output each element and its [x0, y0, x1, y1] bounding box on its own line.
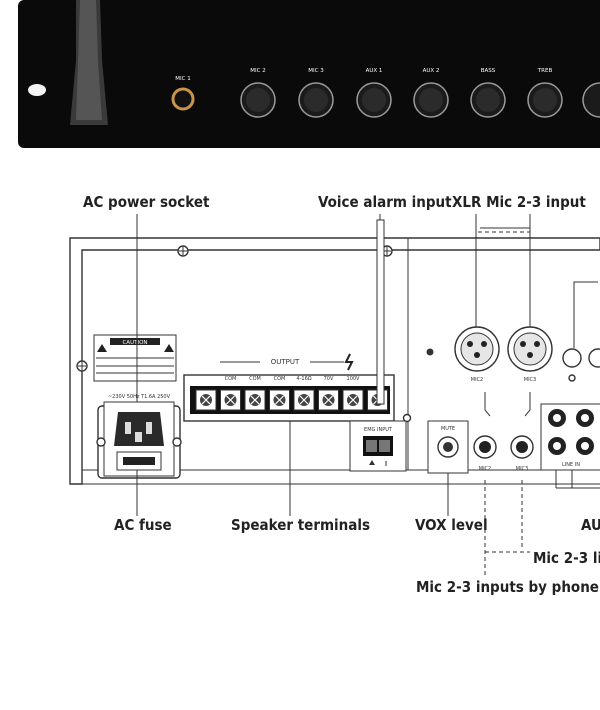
callout-ac-power-socket: AC power socket	[83, 193, 210, 211]
high-voltage-icon	[344, 353, 354, 371]
terminal-label: 4-16Ω	[296, 376, 311, 382]
terminal-label: 70V	[324, 376, 334, 382]
rear-panel: CAUTION ~230V 50Hz T1.6A 250V OUTPUT	[69, 227, 600, 485]
emg-input[interactable]: EMG INPUT	[349, 420, 407, 472]
volume-knob-bass[interactable]: TREB	[527, 68, 563, 118]
mic2-jack-label: MIC2	[479, 466, 491, 472]
fuse-holder[interactable]	[123, 457, 155, 465]
knob-label: BASS	[481, 68, 496, 74]
terminal-label: COM	[249, 376, 261, 382]
emg-input-label: EMG INPUT	[364, 427, 393, 433]
vox-level-control[interactable]: MUTE	[427, 420, 469, 474]
terminal-screw-slot	[324, 395, 333, 405]
knob-label: AUX 1	[366, 68, 383, 74]
callout-mic-line-input: Mic 2-3 lin	[533, 549, 600, 567]
mic3-jack-label: MIC3	[516, 466, 528, 472]
front-panel-body	[18, 0, 600, 148]
knob-label: AUX 2	[423, 68, 440, 74]
callout-voice-alarm-input: Voice alarm input	[318, 193, 452, 211]
line-in-label: LINE IN	[562, 462, 580, 468]
terminal-label: COM	[274, 376, 286, 382]
screw	[402, 413, 412, 423]
caution-label: CAUTION	[93, 334, 177, 382]
volume-knob-aux1[interactable]: AUX 1	[356, 68, 392, 118]
screw	[177, 245, 189, 257]
terminal-label: COM	[225, 376, 237, 382]
callout-aux-input: AU	[581, 516, 600, 534]
rack-mount-hole	[28, 84, 46, 96]
front-panel: MIC 1 MIC 2 MIC 3 AUX 1 AUX 2 BASS TRE	[18, 0, 600, 148]
xlr-mic3-input[interactable]: MIC3	[507, 326, 553, 383]
line-in-rca-jacks[interactable]: LINE IN	[540, 403, 600, 471]
terminal-label: 100V	[347, 376, 361, 382]
volume-knob-aux2[interactable]: AUX 2	[413, 68, 449, 118]
mic2-phone-jack[interactable]: MIC2	[473, 435, 497, 472]
callout-xlr-mic-input: XLR Mic 2-3 input	[452, 193, 586, 211]
callout-ac-fuse: AC fuse	[114, 516, 172, 534]
speaker-terminals: OUTPUT	[183, 353, 395, 422]
volume-knob-treble[interactable]	[582, 82, 600, 118]
knob-label: MIC 1	[175, 76, 190, 82]
terminal-screw-slot	[201, 395, 211, 405]
knob-label: MIC 3	[308, 68, 324, 74]
terminal-screw-slot	[250, 395, 260, 405]
terminal-screw-slot	[348, 395, 358, 405]
mic1-jack[interactable]	[171, 87, 195, 111]
knob-label: MIC 2	[250, 68, 265, 74]
volume-knob-aux3[interactable]: BASS	[470, 68, 506, 118]
terminal-screw-slot	[299, 395, 309, 405]
mute-label: MUTE	[441, 426, 455, 432]
xlr-mic2-input[interactable]: MIC2	[454, 326, 500, 383]
callout-leaders	[136, 214, 600, 578]
power-rating: ~230V 50Hz T1.6A 250V	[108, 394, 171, 400]
volume-knob-mic3[interactable]: MIC 3	[298, 68, 334, 118]
callout-phone-jack-inputs: Mic 2-3 inputs by phone jacl	[416, 578, 600, 596]
screw	[426, 348, 434, 356]
terminal-screw-slot	[226, 395, 235, 405]
mic3-phone-jack[interactable]: MIC3	[510, 435, 534, 472]
callout-vox-level: VOX level	[415, 516, 488, 534]
xlr-mic2-label: MIC2	[471, 377, 483, 383]
output-label: OUTPUT	[271, 358, 300, 366]
xlr-mic3-label: MIC3	[524, 377, 536, 383]
knob-label: TREB	[537, 68, 553, 74]
phantom-power-switch[interactable]	[562, 348, 600, 382]
caution-title: CAUTION	[122, 340, 147, 346]
ac-power-socket[interactable]: ~230V 50Hz T1.6A 250V	[96, 394, 182, 479]
callout-speaker-terminals: Speaker terminals	[231, 516, 370, 534]
screw	[76, 360, 88, 372]
terminal-screw-slot	[275, 395, 284, 405]
volume-knob-mic2[interactable]: MIC 2	[240, 68, 276, 118]
